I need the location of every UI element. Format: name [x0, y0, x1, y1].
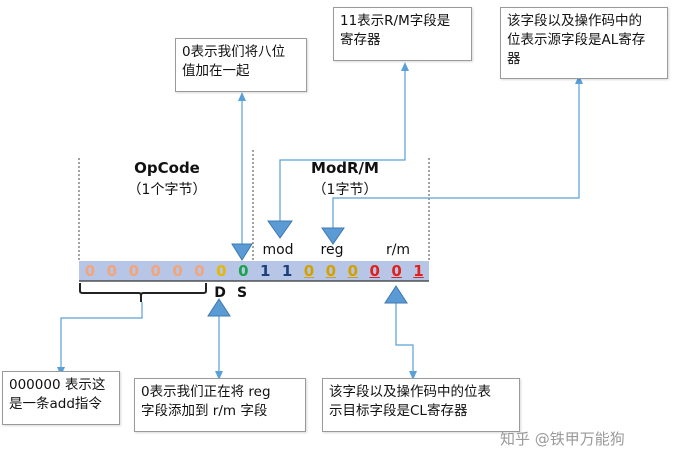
field-markers: [207, 220, 408, 317]
arrowhead-up-reg-note: [575, 75, 583, 84]
bit-digit: 0: [150, 262, 161, 280]
bit-digit: 0: [84, 262, 96, 280]
rm-triangle-marker: [384, 285, 408, 304]
s-bit-note: 0表示我们将八位 值加在一起: [175, 38, 307, 92]
bit-digit: 0: [172, 262, 183, 280]
mod-connector: [279, 65, 406, 222]
d-bit-triangle-marker: [207, 298, 231, 317]
bit-digit: 0: [194, 262, 205, 280]
opcode-bits-note: 000000 表示这 是一条add指令: [2, 371, 120, 425]
bit-digit: 1: [281, 262, 293, 280]
watermark: 知乎 @铁甲万能狗: [500, 430, 625, 448]
opcode-subtitle: （1个字节）: [127, 182, 207, 198]
opcode-brace: [79, 283, 207, 302]
bit-digit: 0: [303, 262, 315, 280]
bit-row-background: [79, 261, 429, 281]
s-bit-triangle-marker: [231, 243, 253, 261]
opcode-title: OpCode: [134, 159, 200, 177]
d-bit-label: D: [214, 285, 226, 301]
modrm-title: ModR/M: [311, 159, 379, 177]
reg-triangle-marker: [321, 227, 345, 245]
reg-note: 该字段以及操作码中的 位表示源字段是AL寄存 器: [500, 7, 668, 79]
bit-digit: 0: [325, 262, 337, 280]
s-bit-label: S: [236, 285, 248, 301]
bit-digit: 0: [391, 262, 402, 280]
rm-connector: [395, 300, 414, 376]
rm-field-label: r/m: [385, 242, 411, 258]
arrowhead-down-d-note: [215, 371, 223, 380]
bit-digit: 0: [106, 262, 118, 280]
mod-field-label: mod: [262, 242, 294, 258]
reg-connector: [332, 78, 580, 229]
arrowhead-down-rm-note: [409, 371, 417, 380]
reg-field-label: reg: [320, 242, 344, 258]
d-bit-note: 0表示我们正在将 reg 字段添加到 r/m 字段: [134, 378, 306, 432]
bit-digit: 0: [128, 262, 140, 280]
bit-digit: 0: [238, 262, 249, 280]
bit-digit: 1: [413, 262, 424, 280]
opcode-bits-connector: [60, 302, 143, 372]
bit-digit: 1: [259, 262, 271, 280]
bit-digit: 0: [369, 262, 380, 280]
rm-note: 该字段以及操作码中的位表 示目标字段是CL寄存器: [322, 378, 520, 432]
connector-lines: [60, 65, 580, 378]
modrm-subtitle: （1字节）: [312, 182, 378, 198]
mod-note: 11表示R/M字段是 寄存器: [333, 7, 472, 61]
arrowhead-up-mod-note: [401, 62, 409, 71]
arrowhead-up-s-note: [238, 92, 246, 101]
mod-triangle-marker: [267, 220, 293, 239]
bit-digit: 0: [347, 262, 359, 280]
bit-digit: 0: [216, 262, 227, 280]
connector-arrowheads: [57, 62, 583, 380]
